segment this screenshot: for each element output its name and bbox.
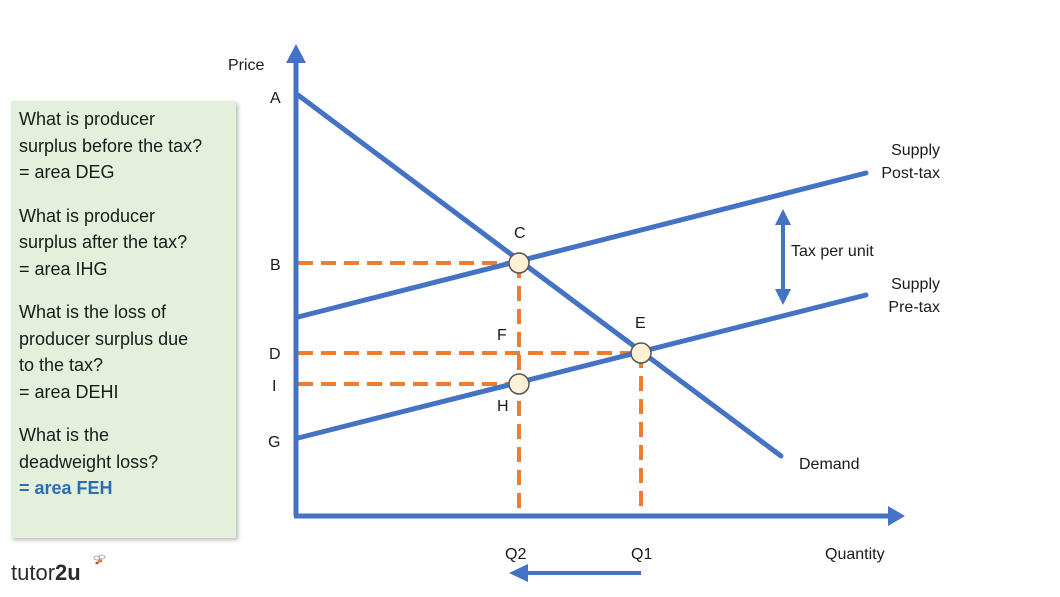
label-c: C xyxy=(514,225,526,242)
question-line: What is producer xyxy=(19,109,156,129)
label-e: E xyxy=(635,315,646,332)
label-f: F xyxy=(497,327,507,344)
label-h: H xyxy=(497,398,509,415)
supply-post-tax-label-line2: Post-tax xyxy=(881,165,940,182)
qa-item-2: What is producer surplus after the tax? … xyxy=(19,203,236,283)
answer: = area DEG xyxy=(19,162,115,182)
y-axis-label: Price xyxy=(228,57,265,74)
axes xyxy=(293,60,890,519)
point-e xyxy=(630,342,652,364)
point-c xyxy=(508,252,530,274)
supply-pre-tax-label-line2: Pre-tax xyxy=(888,299,940,316)
label-d: D xyxy=(269,346,281,363)
tutor2u-logo: tutor2u xyxy=(11,552,121,592)
logo-text: tutor2u xyxy=(11,560,81,585)
quantity-decrease-arrow xyxy=(509,564,641,582)
logo-text-bold: 2u xyxy=(55,560,81,585)
supply-pre-tax-label-line1: Supply xyxy=(891,276,940,293)
equilibrium-points xyxy=(508,252,652,395)
label-a: A xyxy=(270,90,281,107)
supply-pre-tax-curve xyxy=(295,292,869,441)
demand-curve xyxy=(295,92,784,459)
logo-graphic: tutor2u xyxy=(11,554,106,585)
logo-text-light: tutor xyxy=(11,560,55,585)
x-axis-arrowhead xyxy=(888,506,905,526)
supply-post-tax-label-line1: Supply xyxy=(891,142,940,159)
label-b: B xyxy=(270,257,281,274)
logo-bee-icon xyxy=(93,554,106,565)
question-line: What is producer xyxy=(19,205,156,226)
question-line: What is the xyxy=(19,425,110,445)
y-axis-arrowhead xyxy=(286,44,306,63)
question-line: deadweight loss? xyxy=(19,451,159,472)
label-i: I xyxy=(272,378,276,395)
qa-item-1: What is producer surplus before the tax?… xyxy=(19,106,236,186)
dashed-guides xyxy=(298,261,643,514)
qa-item-4: What is the deadweight loss? = area FEH xyxy=(19,422,236,502)
question-panel: What is producer surplus before the tax?… xyxy=(11,101,236,538)
demand-label: Demand xyxy=(799,456,859,473)
supply-post-tax-curve xyxy=(295,170,869,320)
curves xyxy=(295,92,869,459)
label-q2: Q2 xyxy=(505,546,526,563)
x-axis-label: Quantity xyxy=(825,546,885,563)
answer-highlighted: = area FEH xyxy=(19,478,113,498)
answer: = area IHG xyxy=(19,258,108,279)
tax-per-unit-arrow xyxy=(775,209,791,305)
question-line: to the tax? xyxy=(19,355,104,375)
answer: = area DEHI xyxy=(19,381,119,402)
question-line: What is the loss of xyxy=(19,302,167,322)
point-h xyxy=(508,373,530,395)
question-line: surplus after the tax? xyxy=(19,232,188,252)
question-line: producer surplus due xyxy=(19,328,189,349)
label-g: G xyxy=(268,434,280,451)
tax-per-unit-label: Tax per unit xyxy=(791,243,874,260)
label-q1: Q1 xyxy=(631,546,652,563)
question-line: surplus before the tax? xyxy=(19,135,203,156)
qa-item-3: What is the loss of producer surplus due… xyxy=(19,299,236,405)
